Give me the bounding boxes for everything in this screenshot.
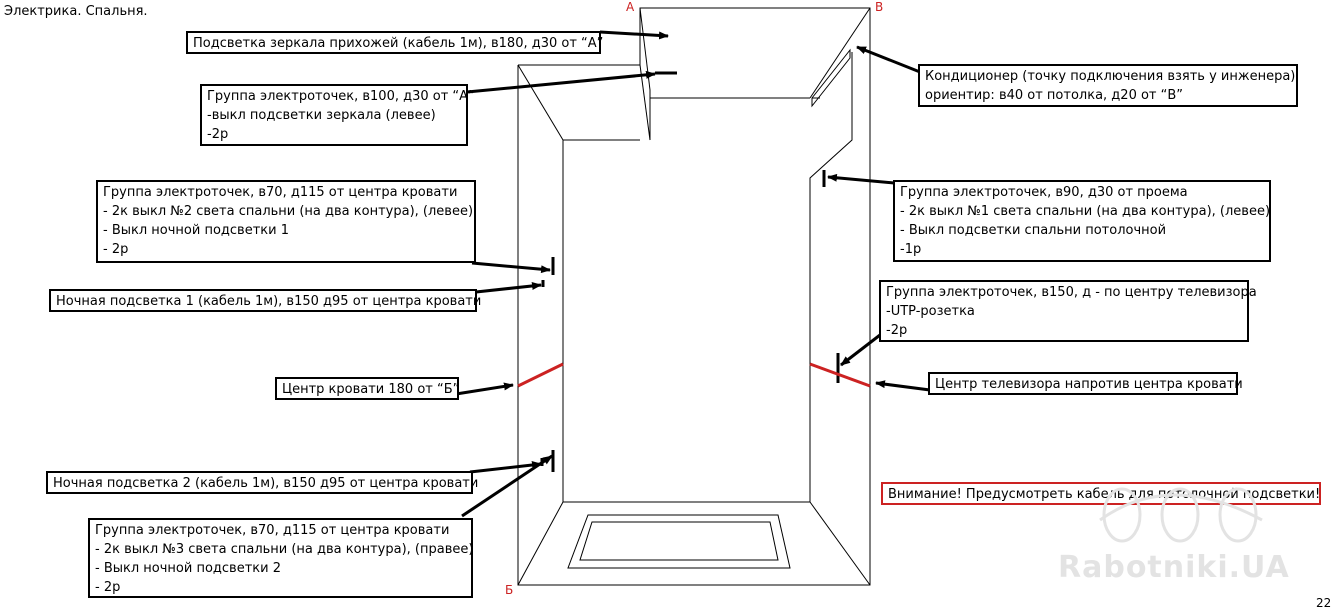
callout-tv-center: Центр телевизора напротив центра кровати bbox=[928, 372, 1243, 395]
callout-night-light-2: Ночная подсветка 2 (кабель 1м), в150 д95… bbox=[46, 471, 478, 494]
callout-night-light-2-text: Ночная подсветка 2 (кабель 1м), в150 д95… bbox=[53, 476, 479, 491]
socket-marks bbox=[540, 71, 840, 472]
callout-group-right-top: Группа электроточек, в90, д30 от проема … bbox=[893, 180, 1271, 262]
callout-line: Группа электроточек, в150, д - по центру… bbox=[886, 285, 1257, 300]
callout-line: - 2р bbox=[103, 242, 129, 257]
callout-line: - Выкл ночной подсветки 1 bbox=[103, 223, 289, 238]
callout-mirror-light: Подсветка зеркала прихожей (кабель 1м), … bbox=[186, 31, 604, 54]
callout-group-left-bottom: Группа электроточек, в70, д115 от центра… bbox=[88, 518, 473, 598]
page-number: 22 bbox=[1316, 596, 1332, 610]
callout-line: - Выкл ночной подсветки 2 bbox=[95, 561, 281, 576]
callout-group-left-top: Группа электроточек, в70, д115 от центра… bbox=[96, 180, 476, 263]
callout-line: -2р bbox=[207, 127, 229, 142]
callout-line: Группа электроточек, в90, д30 от проема bbox=[900, 185, 1188, 200]
callout-night-light-1-text: Ночная подсветка 1 (кабель 1м), в150 д95… bbox=[56, 294, 482, 309]
callout-night-light-1: Ночная подсветка 1 (кабель 1м), в150 д95… bbox=[49, 289, 481, 312]
corner-label-a: А bbox=[626, 0, 635, 14]
callout-line: - 2к выкл №2 света спальни (на два конту… bbox=[103, 204, 474, 219]
callout-line: Группа электроточек, в70, д115 от центра… bbox=[95, 523, 450, 538]
leader-arrows bbox=[455, 30, 931, 518]
room-walls bbox=[517, 7, 871, 586]
callout-group-tv: Группа электроточек, в150, д - по центру… bbox=[879, 280, 1257, 342]
callout-tv-center-text: Центр телевизора напротив центра кровати bbox=[935, 377, 1243, 392]
callout-mirror-light-text: Подсветка зеркала прихожей (кабель 1м), … bbox=[193, 36, 604, 51]
corner-label-v: В bbox=[875, 0, 884, 14]
callout-bed-center: Центр кровати 180 от “Б” bbox=[275, 377, 459, 400]
callout-group-mirror: Группа электроточек, в100, д30 от “А” -в… bbox=[200, 84, 475, 146]
watermark: Rabotniki.UA bbox=[1058, 550, 1290, 585]
corner-label-b: Б bbox=[505, 583, 514, 597]
warning-text: Внимание! Предусмотреть кабель для потол… bbox=[888, 487, 1321, 502]
callout-conditioner: Кондиционер (точку подключения взять у и… bbox=[918, 64, 1298, 107]
callout-line: Кондиционер (точку подключения взять у и… bbox=[925, 69, 1296, 84]
callout-line: - 2р bbox=[95, 580, 121, 595]
callout-line: Группа электроточек, в70, д115 от центра… bbox=[103, 185, 458, 200]
callout-line: Группа электроточек, в100, д30 от “А” bbox=[207, 89, 475, 104]
callout-line: -1р bbox=[900, 242, 922, 257]
callout-line: -UTP-розетка bbox=[886, 304, 975, 319]
callout-line: - 2к выкл №1 света спальни (на два конту… bbox=[900, 204, 1271, 219]
callout-line: -2р bbox=[886, 323, 908, 338]
page-title: Электрика. Спальня. bbox=[4, 4, 148, 19]
center-lines bbox=[517, 362, 871, 388]
callout-line: - 2к выкл №3 света спальни (на два конту… bbox=[95, 542, 474, 557]
callout-line: ориентир: в40 от потолка, д20 от “В” bbox=[925, 88, 1184, 103]
callout-line: -выкл подсветки зеркала (левее) bbox=[207, 108, 436, 123]
callout-bed-center-text: Центр кровати 180 от “Б” bbox=[282, 382, 460, 397]
callout-line: - Выкл подсветки спальни потолочной bbox=[900, 223, 1167, 238]
